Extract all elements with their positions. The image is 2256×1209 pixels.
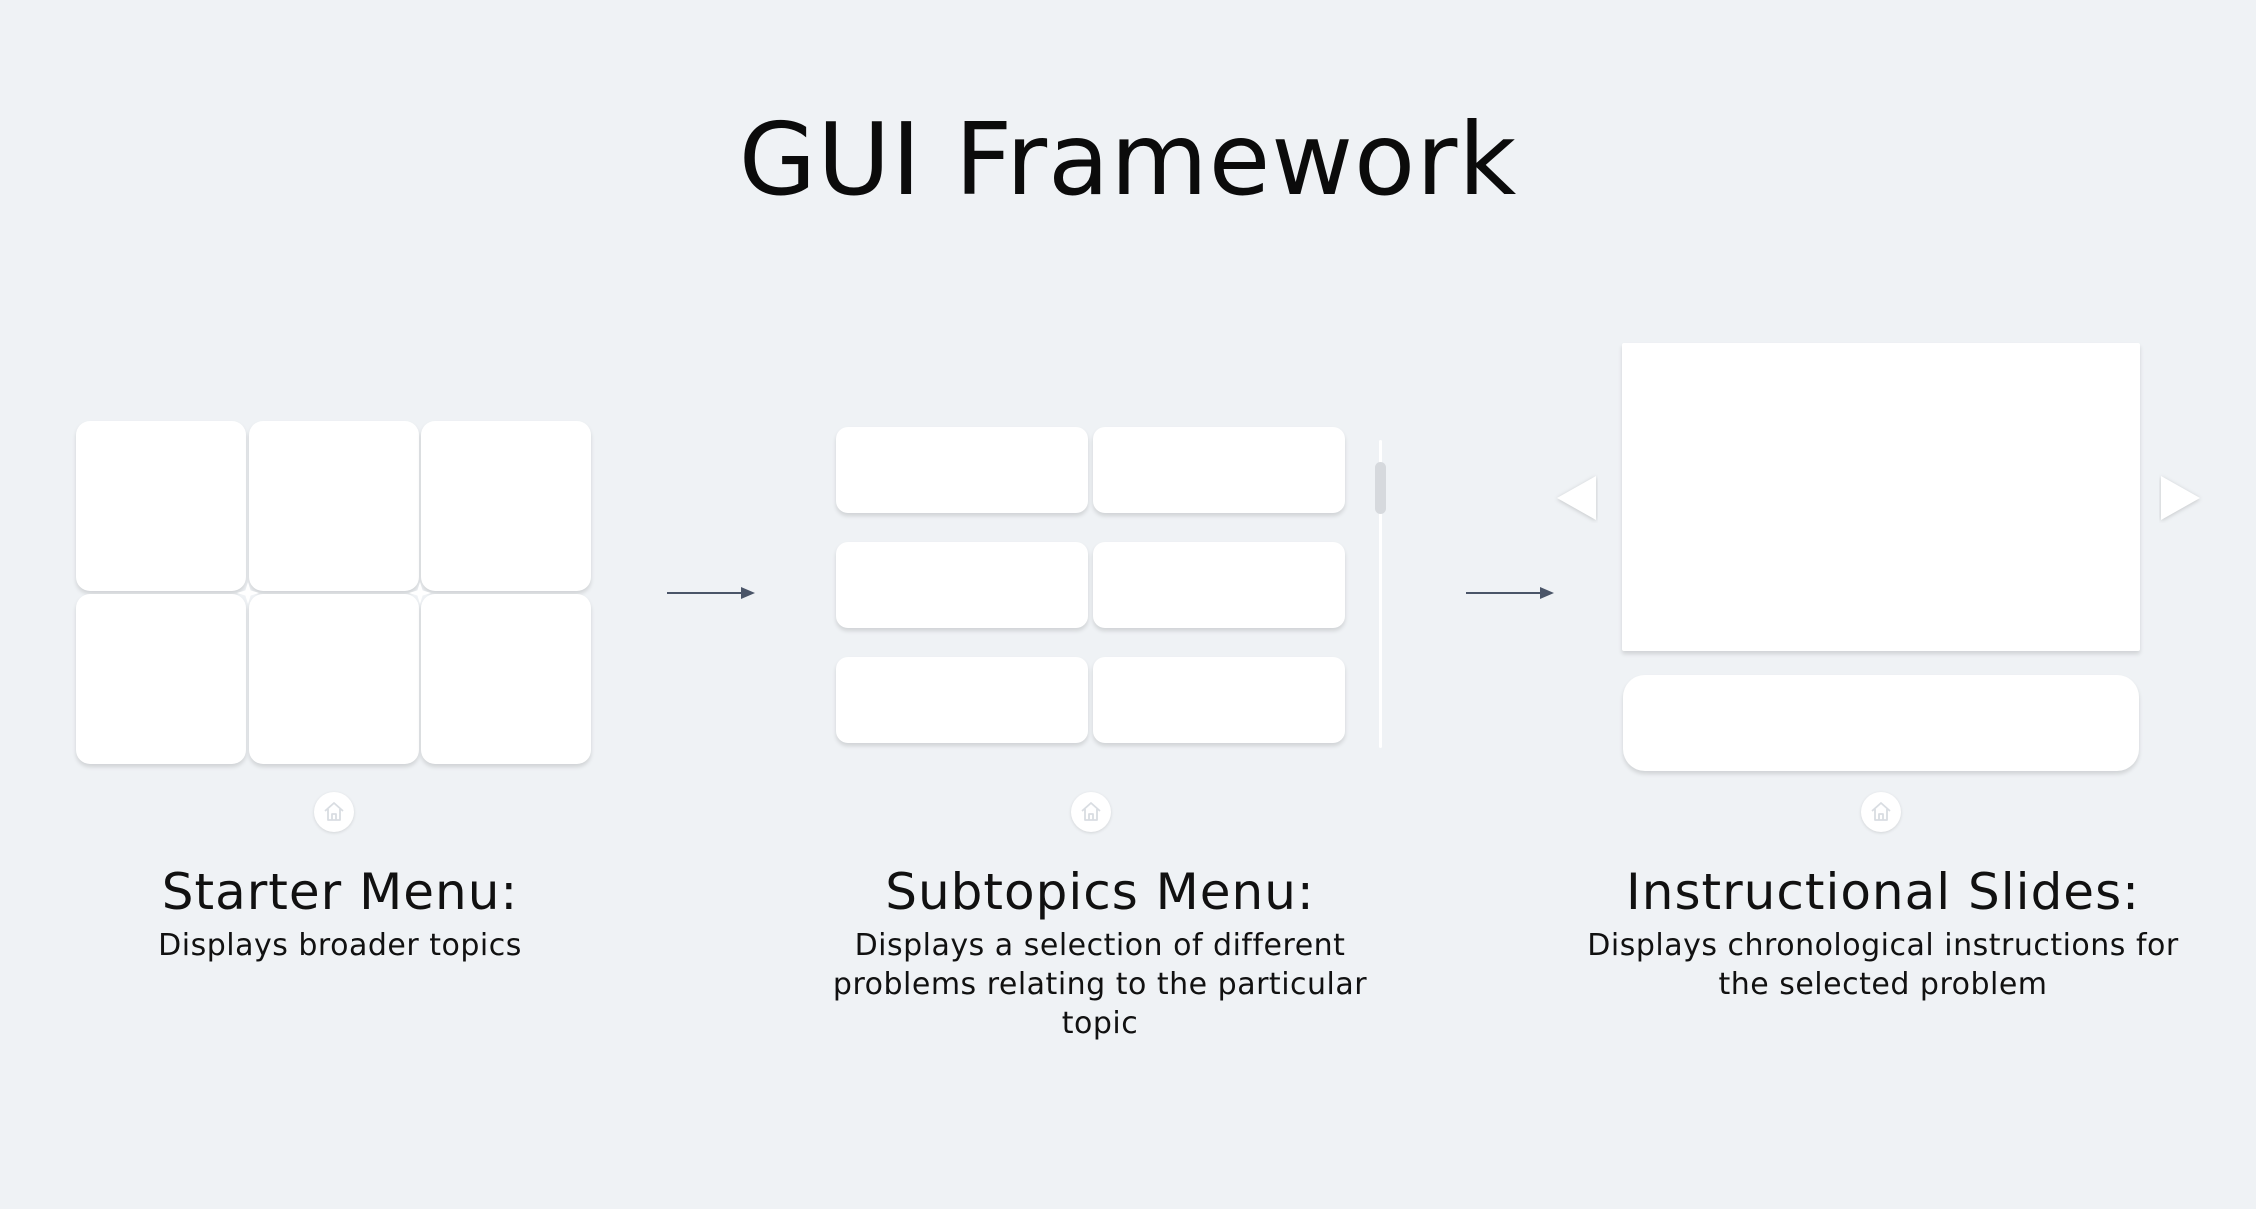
section-description: Displays a selection of different proble…: [790, 926, 1410, 1043]
topic-tile: [76, 421, 246, 591]
topic-tile: [421, 421, 591, 591]
description-line: Displays chronological instructions for: [1587, 928, 2179, 963]
topic-tile: [421, 594, 591, 764]
section-heading: Starter Menu:: [161, 863, 519, 921]
home-icon: [1071, 792, 1111, 832]
section-description: Displays chronological instructions for …: [1560, 926, 2206, 1004]
slide-text-panel: [1623, 675, 2139, 771]
triangle-left-icon: [1557, 476, 1596, 520]
description-line: topic: [1061, 1006, 1139, 1041]
topic-tile: [249, 594, 419, 764]
topic-tile: [76, 594, 246, 764]
description-line: Displays a selection of different: [854, 928, 1346, 963]
topic-tile: [249, 421, 419, 591]
section-description: Displays broader topics: [158, 928, 522, 963]
slide-image-area: [1622, 343, 2140, 651]
subtopic-tile: [836, 542, 1088, 628]
home-icon: [1861, 792, 1901, 832]
scrollbar-thumb: [1375, 462, 1386, 514]
subtopic-tile: [836, 427, 1088, 513]
home-icon: [314, 792, 354, 832]
arrow-right-icon: [1466, 587, 1554, 599]
section-heading: Instructional Slides:: [1626, 863, 2140, 921]
triangle-right-icon: [2161, 476, 2200, 520]
subtopic-tile: [1093, 427, 1345, 513]
arrow-right-icon: [667, 587, 755, 599]
scrollbar-track: [1379, 440, 1382, 748]
page-title: GUI Framework: [738, 101, 1518, 218]
description-line: the selected problem: [1718, 967, 2048, 1002]
section-heading: Subtopics Menu:: [885, 863, 1315, 921]
subtopic-tile: [836, 657, 1088, 743]
description-line: problems relating to the particular: [832, 967, 1368, 1002]
subtopic-tile: [1093, 657, 1345, 743]
subtopic-tile: [1093, 542, 1345, 628]
